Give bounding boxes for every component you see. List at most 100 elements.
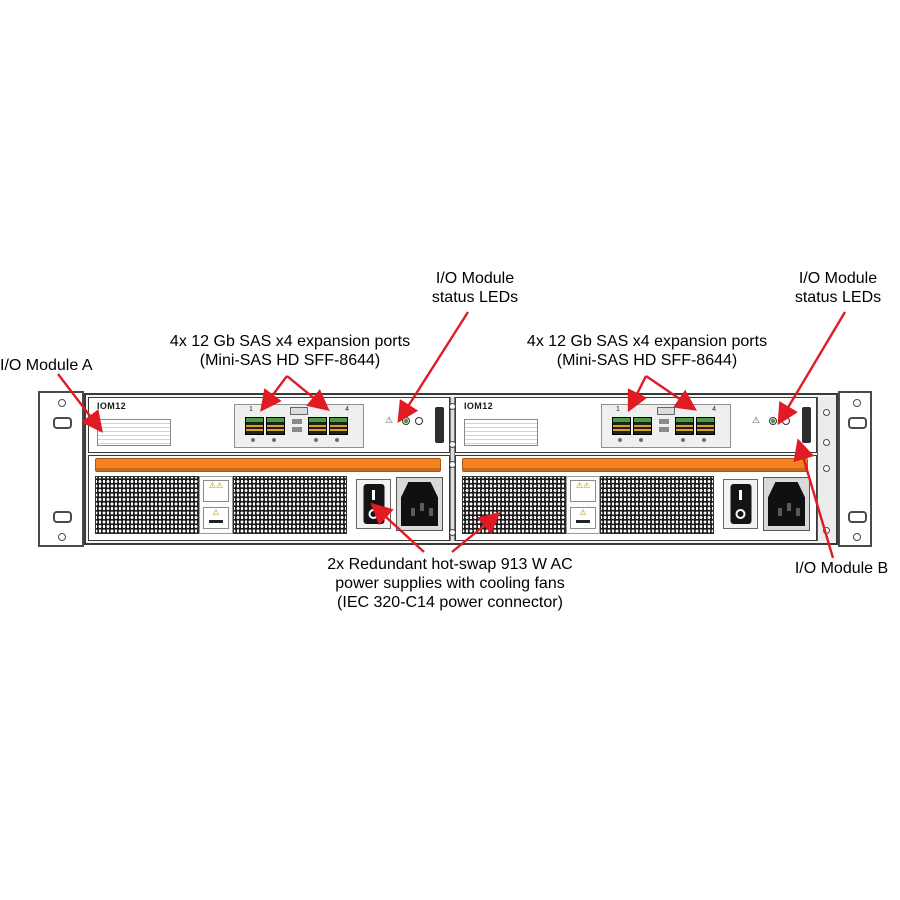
port-led	[681, 438, 685, 442]
power-supply-a: ⚠⚠ ⚠	[88, 455, 450, 541]
callout-line: I/O Module	[798, 270, 878, 287]
rocker-switch	[730, 484, 751, 524]
sas-port	[696, 417, 715, 435]
iec-pin	[796, 508, 800, 516]
fan-grille	[600, 476, 714, 534]
sas-port-block: 1 4	[234, 404, 364, 448]
screw-hole	[853, 533, 861, 541]
warning-icon: ⚠	[583, 481, 591, 490]
label-bar	[576, 520, 590, 523]
fan-grille	[95, 476, 199, 534]
rocker-switch	[363, 484, 384, 524]
port-label-icon	[292, 427, 302, 432]
mount-slot	[848, 511, 867, 523]
warning-icon: ⚠	[385, 415, 394, 425]
screw-hole	[58, 399, 66, 407]
port-led	[251, 438, 255, 442]
iom-model-label: IOM12	[97, 401, 127, 411]
callout-line: status LEDs	[431, 289, 519, 306]
sas-port	[633, 417, 652, 435]
warning-icon: ⚠	[752, 415, 761, 425]
callout-line: I/O Module A	[0, 357, 93, 374]
iec-pin	[778, 508, 782, 516]
warning-sticker: ⚠	[570, 507, 596, 529]
psu-release-handle	[462, 458, 808, 472]
status-led	[769, 417, 777, 425]
sas-port	[245, 417, 264, 435]
module-latch	[802, 407, 811, 443]
port-label-icon	[659, 419, 669, 424]
status-led-cluster: ⚠	[385, 413, 427, 435]
sas-port	[266, 417, 285, 435]
callout-status-leds-right: I/O Module status LEDs	[778, 269, 898, 307]
psu-release-handle	[95, 458, 441, 472]
warning-sticker: ⚠⚠	[570, 480, 596, 502]
mount-slot	[53, 417, 72, 429]
fan-grille	[233, 476, 347, 534]
screw	[823, 439, 830, 446]
callout-line: I/O Module	[435, 270, 515, 287]
port-led	[272, 438, 276, 442]
status-led	[402, 417, 410, 425]
screw	[823, 527, 830, 534]
port-label-icon	[659, 427, 669, 432]
serial-sticker	[464, 419, 538, 446]
mount-slot	[53, 511, 72, 523]
callout-line: I/O Module B	[794, 560, 889, 577]
iec-pin	[787, 503, 791, 511]
fan-grille	[462, 476, 566, 534]
warning-label-strip: ⚠⚠ ⚠	[566, 476, 600, 534]
callout-line: (IEC 320-C14 power connector)	[337, 594, 563, 611]
iec-c14-inlet	[763, 477, 810, 531]
fault-led	[782, 417, 790, 425]
warning-label-strip: ⚠⚠ ⚠	[199, 476, 233, 534]
sas-port	[308, 417, 327, 435]
iec-pin	[411, 508, 415, 516]
warning-icon: ⚠	[579, 508, 587, 517]
port-led	[335, 438, 339, 442]
port-number: 4	[345, 406, 349, 413]
fault-led	[415, 417, 423, 425]
center-divider	[450, 397, 455, 541]
port-number: 1	[616, 406, 620, 413]
screw	[449, 441, 456, 448]
mount-slot	[848, 417, 867, 429]
callout-line: power supplies with cooling fans	[335, 575, 565, 592]
port-direction-icon	[290, 407, 308, 415]
power-supply-b: ⚠⚠ ⚠	[455, 455, 817, 541]
iom-model-label: IOM12	[464, 401, 494, 411]
port-direction-icon	[657, 407, 675, 415]
port-number: 1	[249, 406, 253, 413]
sas-port-block: 1 4	[601, 404, 731, 448]
power-switch	[356, 479, 391, 529]
iec-pin	[420, 503, 424, 511]
status-led-cluster: ⚠	[752, 413, 794, 435]
sas-port	[612, 417, 631, 435]
screw-hole	[58, 533, 66, 541]
callout-line: (Mini-SAS HD SFF-8644)	[199, 352, 381, 369]
module-latch	[435, 407, 444, 443]
warning-icon: ⚠	[575, 481, 583, 490]
warning-icon: ⚠	[216, 481, 224, 490]
iec-pin	[429, 508, 433, 516]
screw	[823, 409, 830, 416]
callout-power-supplies: 2x Redundant hot-swap 913 W AC power sup…	[260, 555, 640, 612]
serial-sticker	[97, 419, 171, 446]
callout-sas-ports-right: 4x 12 Gb SAS x4 expansion ports (Mini-SA…	[487, 332, 807, 370]
callout-line: 4x 12 Gb SAS x4 expansion ports	[526, 333, 768, 350]
callout-line: status LEDs	[794, 289, 882, 306]
rack-ear-right	[838, 391, 872, 547]
rack-ear-left	[38, 391, 84, 547]
screw-hole	[853, 399, 861, 407]
warning-icon: ⚠	[212, 508, 220, 517]
callout-status-leds-left: I/O Module status LEDs	[395, 269, 555, 307]
port-led	[618, 438, 622, 442]
warning-sticker: ⚠	[203, 507, 229, 529]
iec-c14-inlet	[396, 477, 443, 531]
port-label-icon	[292, 419, 302, 424]
sas-port	[675, 417, 694, 435]
port-led	[639, 438, 643, 442]
port-led	[314, 438, 318, 442]
port-number: 4	[712, 406, 716, 413]
